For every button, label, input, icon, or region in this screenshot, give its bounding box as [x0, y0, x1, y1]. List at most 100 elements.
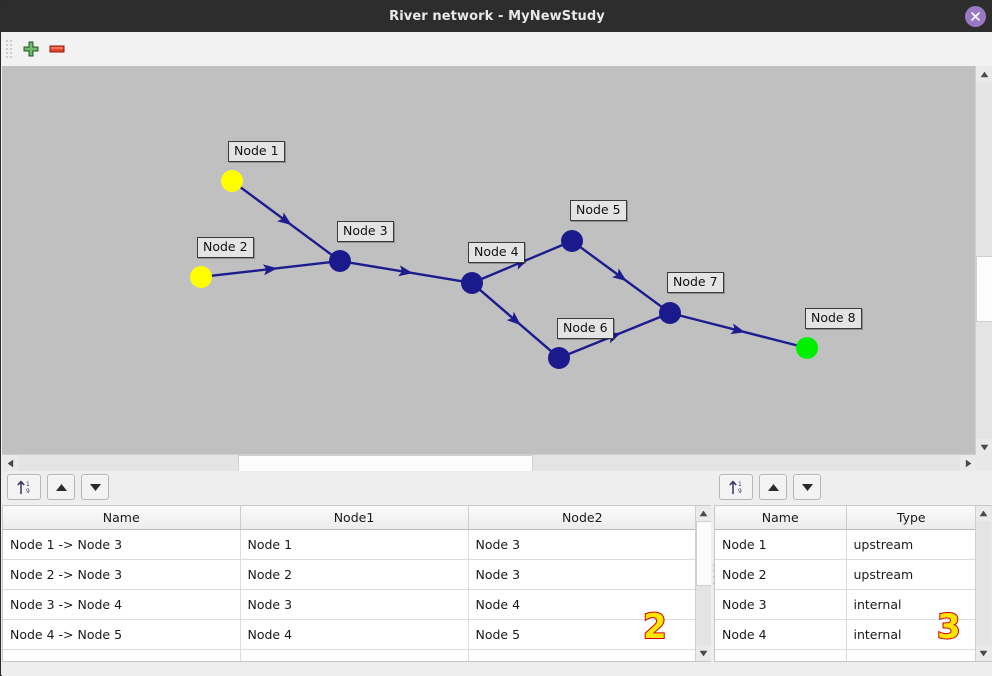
table-cell[interactable]: internal [846, 589, 976, 620]
table-cell[interactable]: Node 5 [468, 619, 696, 650]
graph-node-label-node-2[interactable]: Node 2 [197, 237, 254, 258]
annotation-3: 3 [936, 607, 962, 647]
arrow-up-icon [55, 483, 67, 491]
table-cell[interactable]: Node 4 [468, 589, 696, 620]
table-cell[interactable]: Node 2 [240, 559, 469, 590]
chevron-down-icon [979, 650, 988, 657]
reaches-vertical-scrollbar[interactable] [695, 506, 712, 661]
table-cell[interactable]: Node 3 [468, 529, 696, 560]
graph-node-label-node-8[interactable]: Node 8 [805, 308, 862, 329]
scroll-right-button[interactable] [960, 455, 976, 471]
reaches-vscroll-thumb[interactable] [696, 521, 712, 586]
graph-node-label-node-6[interactable]: Node 6 [557, 318, 614, 339]
graph-node-label-node-4[interactable]: Node 4 [468, 242, 525, 263]
table-cell[interactable]: Node 1 -> Node 3 [3, 529, 241, 560]
graph-node-node-5[interactable] [561, 230, 583, 252]
graph-node-node-3[interactable] [329, 250, 351, 272]
chevron-down-icon [699, 650, 708, 657]
graph-vscroll-thumb[interactable] [976, 256, 992, 322]
table-cell[interactable]: internal [846, 619, 976, 650]
graph-node-node-6[interactable] [548, 347, 570, 369]
nodes-vscroll-track[interactable] [976, 521, 991, 646]
nodes-move-up-button[interactable] [759, 474, 787, 500]
table-cell[interactable]: Node 2 [715, 559, 847, 590]
nodes-scroll-up-button[interactable] [976, 506, 991, 521]
reaches-column-header-name[interactable]: Name [3, 506, 241, 530]
svg-text:9: 9 [26, 488, 30, 495]
table-cell[interactable]: upstream [846, 529, 976, 560]
scroll-left-button[interactable] [2, 455, 18, 471]
nodes-column-header-name[interactable]: Name [715, 506, 847, 530]
graph-node-label-node-1[interactable]: Node 1 [228, 141, 285, 162]
reaches-column-header-node2[interactable]: Node2 [468, 506, 696, 530]
reaches-move-up-button[interactable] [47, 474, 75, 500]
add-plus-icon [23, 41, 39, 57]
graph-node-label-node-7[interactable]: Node 7 [667, 272, 724, 293]
sort-ascending-icon: 1 9 [728, 480, 742, 495]
add-node-button[interactable] [18, 36, 44, 62]
table-cell[interactable]: Node 3 -> Node 4 [3, 589, 241, 620]
vertical-splitter[interactable] [711, 471, 715, 676]
edge-arrow-icon [730, 323, 746, 335]
table-cell-empty [846, 649, 976, 661]
svg-text:1: 1 [26, 481, 30, 488]
delete-node-button[interactable] [44, 36, 70, 62]
table-cell[interactable]: Node 3 [715, 589, 847, 620]
chevron-down-icon [980, 444, 988, 450]
reaches-sort-button[interactable]: 1 9 [7, 474, 41, 500]
graph-node-node-1[interactable] [221, 170, 243, 192]
graph-node-label-node-3[interactable]: Node 3 [337, 221, 394, 242]
delete-minus-icon [49, 45, 65, 53]
chevron-up-icon [980, 71, 988, 77]
nodes-column-header-type[interactable]: Type [846, 506, 976, 530]
table-row-empty [715, 649, 976, 661]
nodes-panel: 1 9 [714, 471, 992, 676]
nodes-sort-button[interactable]: 1 9 [719, 474, 753, 500]
graph-node-label-node-5[interactable]: Node 5 [570, 200, 627, 221]
graph-vertical-scrollbar[interactable] [975, 66, 992, 455]
network-graph-canvas[interactable]: Node 1 Node 2 Node 3 Node 4 Node 5 Node 6 Node… [2, 66, 976, 455]
splitter-grip-icon [711, 561, 715, 586]
reaches-move-down-button[interactable] [81, 474, 109, 500]
scroll-up-button[interactable] [976, 66, 992, 82]
reaches-scroll-down-button[interactable] [696, 646, 711, 661]
nodes-vertical-scrollbar[interactable] [975, 506, 992, 661]
reaches-column-header-node1[interactable]: Node1 [240, 506, 469, 530]
svg-text:9: 9 [738, 488, 742, 495]
table-cell[interactable]: upstream [846, 559, 976, 590]
nodes-move-down-button[interactable] [793, 474, 821, 500]
graph-node-node-8[interactable] [796, 337, 818, 359]
graph-node-node-7[interactable] [659, 302, 681, 324]
chevron-left-icon [7, 459, 13, 467]
scroll-down-button[interactable] [976, 439, 992, 455]
table-cell[interactable]: Node 3 [240, 589, 469, 620]
graph-node-node-4[interactable] [461, 272, 483, 294]
table-cell[interactable]: Node 4 [240, 619, 469, 650]
table-cell[interactable]: Node 4 [715, 619, 847, 650]
reaches-scroll-up-button[interactable] [696, 506, 711, 521]
title-bar: River network - MyNewStudy [1, 1, 992, 32]
table-cell[interactable]: Node 1 [715, 529, 847, 560]
table-cell[interactable]: Node 1 [240, 529, 469, 560]
graph-node-node-2[interactable] [190, 266, 212, 288]
table-cell[interactable]: Node 3 [468, 559, 696, 590]
table-cell[interactable]: Node 4 -> Node 5 [3, 619, 241, 650]
close-window-button[interactable] [965, 6, 986, 27]
graph-horizontal-scrollbar[interactable] [2, 454, 976, 473]
toolbar-drag-handle[interactable] [5, 39, 14, 59]
table-cell[interactable]: Node 2 -> Node 3 [3, 559, 241, 590]
nodes-scroll-down-button[interactable] [976, 646, 991, 661]
